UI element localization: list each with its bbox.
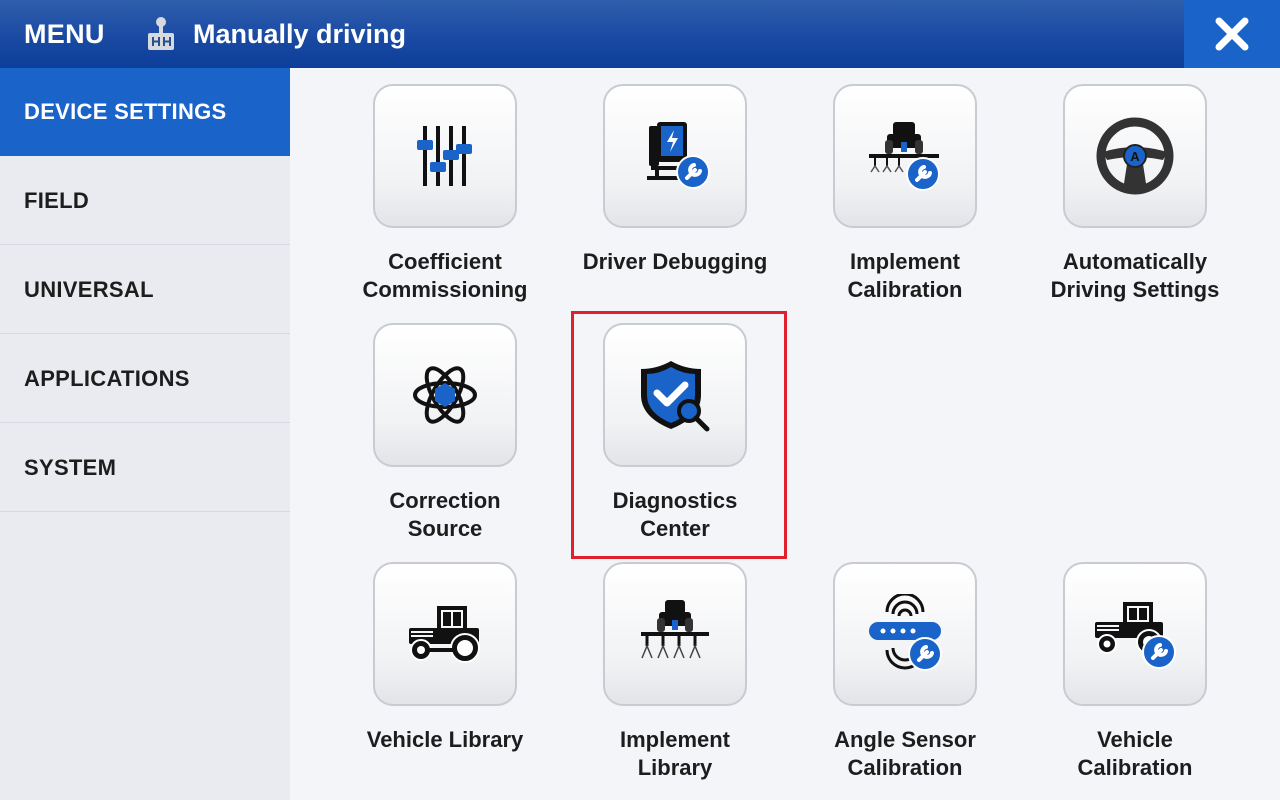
driver-wrench-icon bbox=[647, 122, 710, 189]
tile-label-line1: Vehicle Library bbox=[366, 727, 524, 752]
tile-angle-sensor-calibration[interactable]: Angle Sensor Calibration bbox=[805, 562, 1005, 792]
tile-implement-calibration[interactable]: Implement Calibration bbox=[805, 84, 1005, 314]
automatically-driving-settings-button[interactable]: A bbox=[1063, 84, 1207, 228]
menu-title: MENU bbox=[24, 19, 105, 49]
close-x-icon bbox=[1215, 17, 1249, 51]
implement-calibration-button[interactable] bbox=[833, 84, 977, 228]
vehicle-library-button[interactable] bbox=[373, 562, 517, 706]
tile-label-line1: Vehicle bbox=[1097, 727, 1173, 752]
tile-coefficient-commissioning[interactable]: Coefficient Commissioning bbox=[345, 84, 545, 314]
angle-sensor-wrench-icon bbox=[869, 594, 942, 671]
tile-vehicle-calibration[interactable]: Vehicle Calibration bbox=[1035, 562, 1235, 792]
tile-vehicle-library[interactable]: Vehicle Library bbox=[345, 562, 545, 792]
tile-driver-debugging[interactable]: Driver Debugging bbox=[575, 84, 775, 314]
steering-wheel-icon: A bbox=[1096, 117, 1174, 195]
tile-label-line1: Coefficient bbox=[388, 249, 502, 274]
svg-text:A: A bbox=[1130, 149, 1140, 164]
tractor-wrench-icon bbox=[1095, 602, 1176, 669]
tile-label-line2: Source bbox=[407, 516, 483, 541]
implement-library-button[interactable] bbox=[603, 562, 747, 706]
sidebar-item-system[interactable]: SYSTEM bbox=[0, 424, 290, 512]
sliders-icon bbox=[417, 126, 472, 186]
correction-source-button[interactable] bbox=[373, 323, 517, 467]
tile-label-line1: Automatically bbox=[1062, 249, 1208, 274]
selection-highlight bbox=[571, 311, 787, 559]
tile-label-line2: Driving Settings bbox=[1050, 277, 1220, 302]
tile-label-line2: Calibration bbox=[847, 277, 963, 302]
tile-diagnostics-center[interactable]: Diagnostics Center bbox=[575, 323, 775, 553]
close-button[interactable] bbox=[1184, 0, 1280, 68]
tile-label-line2: Calibration bbox=[1077, 755, 1193, 780]
sidebar-item-applications[interactable]: APPLICATIONS bbox=[0, 335, 290, 423]
tile-label-line2: Center bbox=[640, 516, 710, 541]
angle-sensor-calibration-button[interactable] bbox=[833, 562, 977, 706]
sidebar-item-universal[interactable]: UNIVERSAL bbox=[0, 246, 290, 334]
driving-mode-status: Manually driving bbox=[193, 19, 407, 49]
vehicle-calibration-button[interactable] bbox=[1063, 562, 1207, 706]
sidebar: DEVICE SETTINGS FIELD UNIVERSAL APPLICAT… bbox=[0, 68, 290, 800]
sidebar-item-field[interactable]: FIELD bbox=[0, 157, 290, 245]
tile-label-line1: Correction bbox=[389, 488, 501, 513]
top-bar: MENU Manually driving bbox=[0, 0, 1280, 68]
implement-wrench-icon bbox=[869, 122, 940, 191]
coefficient-commissioning-button[interactable] bbox=[373, 84, 517, 228]
tractor-icon bbox=[409, 606, 480, 663]
tile-label-line1: Angle Sensor bbox=[834, 727, 976, 752]
tile-label-line2: Calibration bbox=[847, 755, 963, 780]
tile-label-line1: Implement bbox=[619, 727, 731, 752]
tile-label-line2: Commissioning bbox=[362, 277, 528, 302]
tile-implement-library[interactable]: Implement Library bbox=[575, 562, 775, 792]
sidebar-item-device-settings[interactable]: DEVICE SETTINGS bbox=[0, 68, 290, 156]
tile-automatically-driving-settings[interactable]: A Automatically Driving Settings bbox=[1035, 84, 1235, 314]
manual-gear-shift-icon bbox=[144, 16, 178, 52]
driver-debugging-button[interactable] bbox=[603, 84, 747, 228]
diagnostics-center-button[interactable] bbox=[603, 323, 747, 467]
shield-check-search-icon bbox=[641, 361, 710, 432]
implement-sprayer-icon bbox=[641, 600, 709, 659]
tile-correction-source[interactable]: Correction Source bbox=[345, 323, 545, 553]
tile-label-line1: Diagnostics bbox=[612, 488, 738, 513]
tile-label-line2: Library bbox=[637, 755, 713, 780]
tile-label-line1: Driver Debugging bbox=[582, 249, 768, 274]
tile-label-line1: Implement bbox=[849, 249, 961, 274]
atom-icon bbox=[413, 366, 477, 424]
